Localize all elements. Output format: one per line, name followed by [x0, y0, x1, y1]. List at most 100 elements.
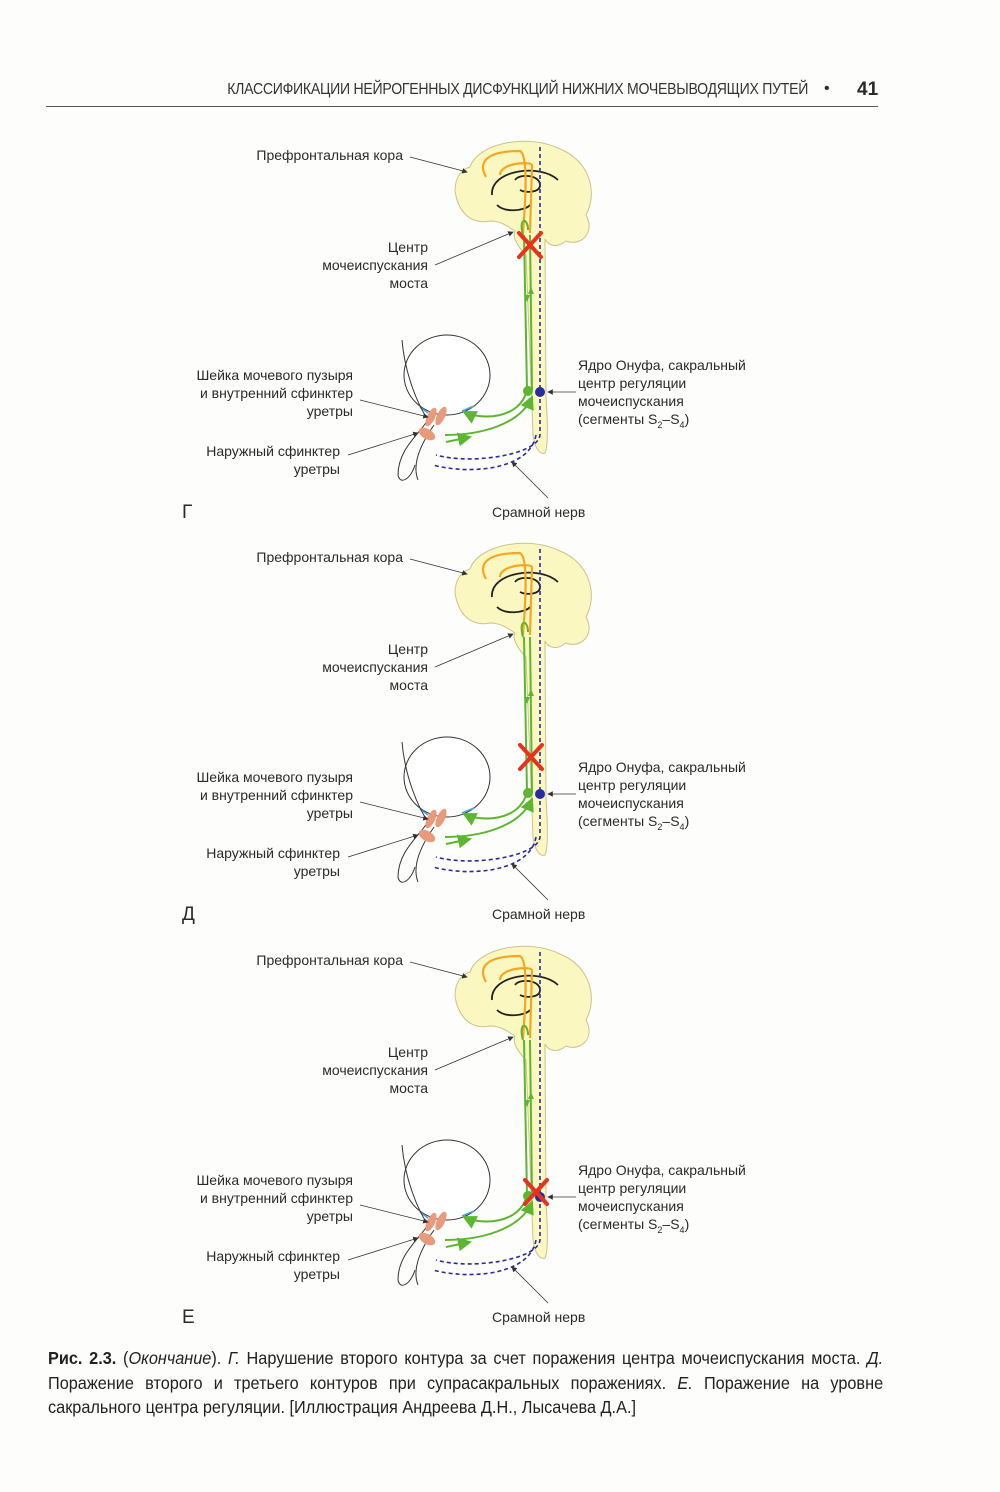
internal-sphincter — [425, 809, 437, 829]
caption-text: ). — [211, 1348, 229, 1368]
neural-pathway-diagram — [347, 945, 592, 1304]
label-pudendal-nerve: Срамной нерв — [492, 1309, 586, 1325]
label-external-sphincter: Наружный сфинктер уретры — [206, 845, 340, 879]
spinal-green-ascending — [529, 1039, 533, 1196]
label-pudendal-nerve: Срамной нерв — [492, 906, 586, 922]
label-onuf-nucleus: Ядро Онуфа, сакральный центр регуляции м… — [578, 356, 746, 434]
caption-letter-d: Д. — [867, 1348, 884, 1368]
pudendal-nerve-cns — [432, 549, 541, 873]
panel-letter: Г — [182, 502, 193, 523]
urethra — [397, 741, 435, 883]
external-sphincter — [418, 427, 436, 441]
label-onuf-nucleus: Ядро Онуфа, сакральный центр регуляции м… — [578, 758, 746, 836]
onuf-s2: 2 — [657, 419, 663, 430]
onuf-end: ) — [684, 1216, 690, 1232]
onuf-nucleus — [535, 789, 545, 799]
lesion-x-icon — [518, 743, 544, 771]
onuf-dash: –S — [662, 813, 680, 829]
lesion-x-icon — [517, 231, 543, 259]
leader-lines — [347, 961, 576, 1304]
afferent-green — [444, 1200, 534, 1241]
neural-pathway-diagram — [347, 542, 592, 901]
caption-text: Нарушение второго контура за счет пораже… — [239, 1348, 868, 1368]
label-prefrontal-cortex: Префронтальная кора — [256, 549, 403, 565]
brain-and-spinal-cord — [454, 140, 592, 454]
urethra — [397, 1144, 435, 1286]
leader-lines — [347, 156, 576, 499]
caption-fig-number: Рис. 2.3. — [48, 1348, 117, 1368]
afferent-green — [444, 395, 534, 436]
label-pontine-center: Центр мочеиспускания моста — [322, 1044, 428, 1096]
onuf-segments: (сегменты S — [578, 411, 658, 427]
neural-pathway-diagram — [347, 140, 592, 499]
pons-loop — [520, 1024, 529, 1041]
leader-lines — [347, 558, 576, 901]
onuf-segments: (сегменты S — [578, 1216, 658, 1232]
onuf-s4: 4 — [679, 1224, 685, 1235]
onuf-end: ) — [684, 411, 690, 427]
caption-letter-e: Е. — [677, 1372, 693, 1393]
caption-text: Поражение на уровне сакрального центра р… — [48, 1372, 884, 1418]
caption-letter-g: Г. — [228, 1348, 240, 1368]
caption-text: ( — [116, 1348, 129, 1368]
onuf-segments: (сегменты S — [578, 813, 658, 829]
panel-letter: Д — [182, 904, 195, 925]
lesion-x-icon — [523, 1178, 549, 1206]
spinal-green-ascending — [529, 234, 533, 391]
onuf-text: Ядро Онуфа, сакральный центр регуляции м… — [578, 759, 746, 811]
onuf-s4: 4 — [679, 821, 685, 832]
bladder — [403, 334, 491, 416]
label-external-sphincter: Наружный сфинктер уретры — [206, 1248, 340, 1282]
onuf-s2: 2 — [657, 821, 663, 832]
onuf-dash: –S — [662, 1216, 680, 1232]
diagram-panel: Префронтальная кора Центр мочеиспускания… — [0, 135, 1000, 537]
cortex-pathway — [481, 551, 534, 636]
page-number: 41 — [857, 79, 879, 100]
cortex-pathway — [481, 954, 534, 1039]
brain-and-spinal-cord — [454, 542, 592, 856]
panel-letter: Е — [182, 1307, 195, 1328]
label-prefrontal-cortex: Префронтальная кора — [256, 952, 403, 968]
header-rule — [46, 106, 878, 107]
diagram-panel: Префронтальная кора Центр мочеиспускания… — [0, 537, 1000, 939]
pudendal-nerve-cns — [432, 147, 541, 471]
onuf-text: Ядро Онуфа, сакральный центр регуляции м… — [578, 1162, 746, 1214]
bladder — [403, 1139, 491, 1221]
label-onuf-nucleus: Ядро Онуфа, сакральный центр регуляции м… — [578, 1161, 746, 1239]
onuf-dash: –S — [662, 411, 680, 427]
pons-loop — [520, 621, 529, 638]
onuf-s4: 4 — [679, 419, 685, 430]
spinal-green-descending — [523, 636, 528, 793]
label-external-sphincter: Наружный сфинктер уретры — [206, 443, 340, 477]
brain-and-spinal-cord — [454, 945, 592, 1259]
caption-text: Поражение второго и третьего контуров пр… — [48, 1372, 678, 1393]
parasympathetic-nucleus — [523, 386, 533, 396]
parasympathetic-nucleus — [523, 788, 533, 798]
header-bullet: • — [824, 80, 830, 97]
onuf-end: ) — [684, 813, 690, 829]
spinal-green-ascending — [529, 636, 533, 793]
onuf-s2: 2 — [657, 1224, 663, 1235]
onuf-text: Ядро Онуфа, сакральный центр регуляции м… — [578, 357, 746, 409]
internal-sphincter — [425, 407, 437, 427]
onuf-nucleus — [535, 387, 545, 397]
internal-sphincter — [425, 1212, 437, 1232]
urethra — [397, 339, 435, 481]
pons-loop — [520, 219, 529, 236]
spinal-green-descending — [523, 234, 528, 391]
label-bladder-neck: Шейка мочевого пузыря и внутренний сфинк… — [196, 769, 353, 821]
bladder — [403, 736, 491, 818]
label-pontine-center: Центр мочеиспускания моста — [322, 641, 428, 693]
label-bladder-neck: Шейка мочевого пузыря и внутренний сфинк… — [196, 1172, 353, 1224]
label-pontine-center: Центр мочеиспускания моста — [322, 239, 428, 291]
figure-caption: Рис. 2.3. (Окончание). Г. Нарушение втор… — [48, 1346, 883, 1420]
diagram-panel: Префронтальная кора Центр мочеиспускания… — [0, 940, 1000, 1342]
external-sphincter — [418, 829, 436, 843]
external-sphincter — [418, 1232, 436, 1246]
label-pudendal-nerve: Срамной нерв — [492, 504, 586, 520]
label-prefrontal-cortex: Префронтальная кора — [256, 147, 403, 163]
cortex-pathway — [481, 149, 534, 234]
label-bladder-neck: Шейка мочевого пузыря и внутренний сфинк… — [196, 367, 353, 419]
spinal-green-descending — [523, 1039, 528, 1196]
